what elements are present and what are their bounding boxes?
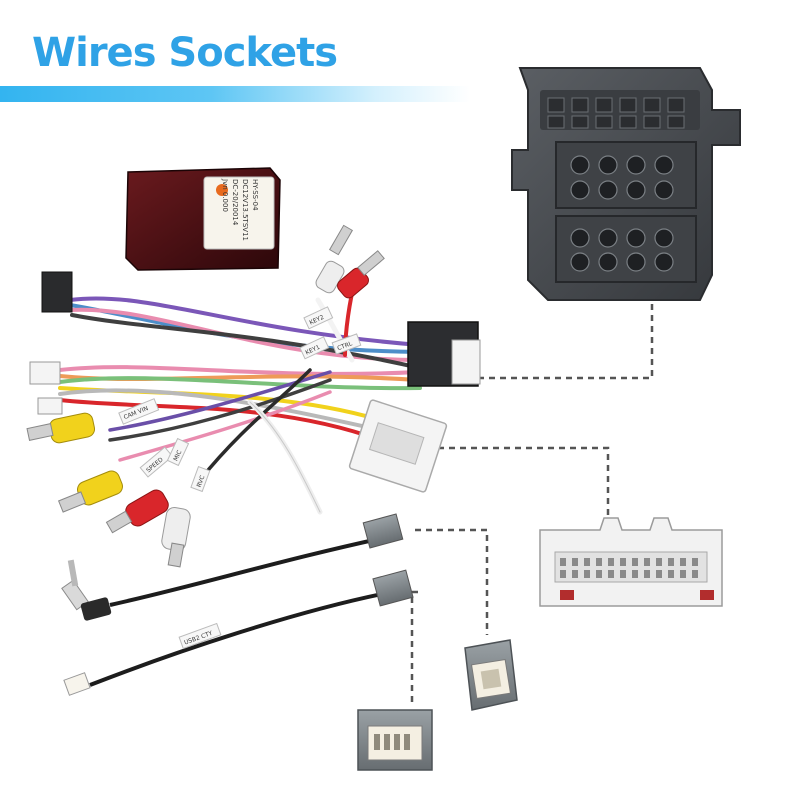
harness-left-connectors: [29, 271, 73, 415]
tag-mic: MIC: [172, 449, 183, 462]
wire-bundle: [58, 278, 422, 515]
adapter-connector-1: [464, 639, 518, 711]
rca-plug-icon: [105, 489, 169, 534]
white-connector: [539, 517, 723, 607]
title-underline-bar: [0, 86, 470, 102]
leader-line-adapter-1: [415, 528, 489, 635]
rca-plug-icon: [337, 250, 385, 299]
can-box-label-line4: Jvn 0.000: [221, 178, 229, 212]
iso-connector: [511, 67, 741, 301]
can-box-label-line1: HY-SS-04: [251, 179, 259, 211]
can-box-module: HY-SS-04 DC12V13.5TSV11 DC-20/20014 Jvn …: [125, 167, 281, 271]
leader-line-iso: [478, 300, 654, 380]
antenna-cable: [61, 513, 404, 621]
antenna-plug-icon: [61, 559, 112, 621]
jst-plug-icon: [63, 672, 91, 696]
adapter-connector-2: [357, 709, 433, 771]
tag-rvc: RVC: [196, 474, 207, 488]
leader-line-white: [438, 446, 610, 518]
page-title: Wires Sockets: [32, 30, 338, 76]
leader-line-adapter-2: [410, 590, 418, 705]
harness-right-connectors: [348, 321, 481, 493]
rca-plug-icon: [57, 470, 123, 513]
usb-cable: USB2 CTY: [63, 569, 414, 696]
can-box-label-line3: DC-20/20014: [231, 179, 239, 226]
harness-tags: CAM VIN SPEED MIC KEY1 KEY2 CTRL RVC: [118, 306, 362, 493]
rca-plug-icon: [161, 507, 191, 568]
can-box-label-line2: DC12V13.5TSV11: [241, 179, 249, 241]
rca-plug-icon: [26, 412, 96, 444]
rca-plugs: [26, 224, 385, 568]
